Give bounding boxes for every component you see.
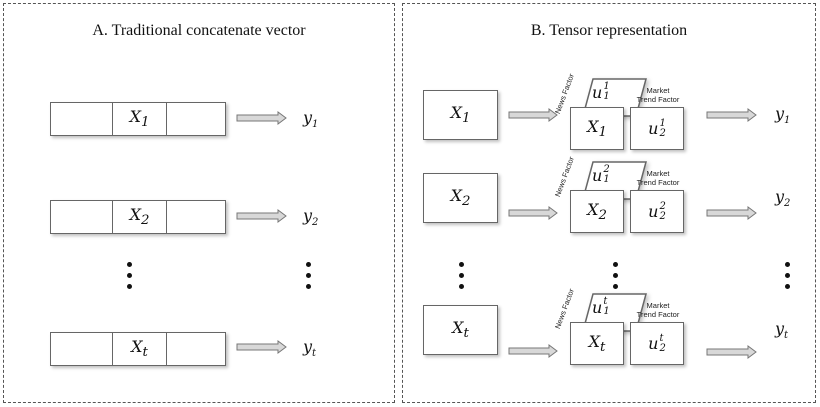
tensor-output-y-1: y1 bbox=[775, 104, 791, 127]
arrow-a-3 bbox=[236, 340, 287, 354]
output-y-2: y2 bbox=[303, 206, 319, 229]
x-label: Xt bbox=[131, 337, 148, 361]
output-y-3: yt bbox=[303, 337, 317, 360]
output-y-1: y1 bbox=[303, 108, 319, 131]
x-label: X2 bbox=[129, 205, 150, 229]
panel-a-title: A. Traditional concatenate vector bbox=[92, 22, 306, 39]
ellipsis-b-input bbox=[459, 262, 465, 295]
concat-vector-3: Xt bbox=[50, 332, 226, 366]
tensor-x-2: X2 bbox=[570, 190, 624, 233]
vector-segment-x: X2 bbox=[112, 201, 167, 233]
arrow-b-out-2 bbox=[706, 206, 757, 220]
vector-segment-x: X1 bbox=[112, 103, 167, 135]
arrow-b-in-1 bbox=[508, 108, 558, 122]
concat-vector-2: X2 bbox=[50, 200, 226, 234]
ellipsis-a-vector bbox=[127, 262, 133, 295]
panel-b-title: B. Tensor representation bbox=[530, 22, 688, 39]
ellipsis-b-output bbox=[785, 262, 791, 295]
arrow-b-in-3 bbox=[508, 344, 558, 358]
arrow-b-out-1 bbox=[706, 108, 757, 122]
ellipsis-b-tensor bbox=[613, 262, 619, 295]
arrow-b-in-2 bbox=[508, 206, 558, 220]
arrow-a-2 bbox=[236, 209, 287, 223]
panel-tensor bbox=[402, 3, 816, 403]
tensor-x-1: X1 bbox=[570, 107, 624, 150]
vector-segment-x: Xt bbox=[112, 333, 167, 365]
tensor-output-y-3: yt bbox=[775, 319, 789, 342]
input-x-2: X2 bbox=[423, 173, 498, 223]
tensor-output-y-2: y2 bbox=[775, 187, 791, 210]
tensor-x-3: Xt bbox=[570, 322, 624, 365]
arrow-a-1 bbox=[236, 111, 287, 125]
input-x-1: X1 bbox=[423, 90, 498, 140]
arrow-b-out-3 bbox=[706, 345, 757, 359]
panel-traditional bbox=[3, 3, 395, 403]
x-label: X1 bbox=[129, 107, 150, 131]
ellipsis-a-output bbox=[306, 262, 312, 295]
input-x-3: Xt bbox=[423, 305, 498, 355]
concat-vector-1: X1 bbox=[50, 102, 226, 136]
